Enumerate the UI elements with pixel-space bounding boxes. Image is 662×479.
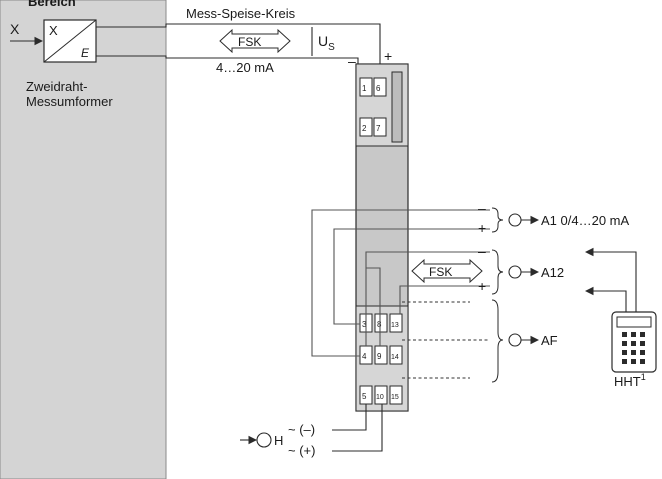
area-panel [0,0,167,479]
terminal-label: 9 [377,352,382,361]
a12-fsk-label: FSK [429,265,452,279]
af-bracket [491,299,504,383]
a1-minus-sign: – [478,200,486,216]
transmitter-top-label: X [49,23,58,38]
a12-label: A12 [541,265,564,280]
a12-wire-inner [366,267,381,346]
transmitter-bottom-label: E [81,46,90,60]
a1-output-icon [508,213,522,227]
terminal-label: 13 [391,322,399,329]
power-pos-label: ~ (+) [288,443,315,458]
loop-plus: + [384,48,392,64]
area-label: Bereich [28,0,76,9]
a12-bracket [491,249,504,295]
loop-wire-minus [96,55,359,64]
hht-cable-2 [584,286,627,316]
terminal-label: 1 [362,84,367,93]
terminal-label: 3 [362,320,367,329]
a12-output-icon [508,265,522,279]
loop-fsk-label: FSK [238,35,261,49]
hht-label: HHT1 [614,372,646,389]
a12-fsk-arrow [411,258,483,284]
input-x-label: X [10,21,20,37]
us-label: US [318,33,335,53]
loop-current-label: 4…20 mA [216,60,274,75]
bottom-terminal-block [359,313,403,405]
transmitter-diagonal [43,19,97,63]
loop-wire-plus [96,23,381,64]
terminal-1 [359,77,373,97]
power-wire-pos [332,404,383,452]
a12-minus-sign: – [478,243,486,259]
a1-label: A1 0/4…20 mA [541,213,629,228]
transmitter-caption-2: Messumformer [26,94,113,109]
terminal-label: 2 [362,124,367,133]
power-label: H [274,433,283,448]
terminal-6 [373,77,387,97]
terminal-label: 5 [362,392,367,401]
af-label: AF [541,333,558,348]
terminal-label: 4 [362,352,367,361]
loop-label: Mess-Speise-Kreis [186,6,296,21]
a12-wire-minus [365,251,490,346]
a12-plus-sign: + [478,278,486,294]
loop-fsk-arrow [219,28,291,54]
af-output-icon [508,333,522,347]
terminal-2 [359,117,373,137]
terminal-label: 15 [391,394,399,401]
power-neg-label: ~ (–) [288,422,315,437]
a1-bracket [491,207,504,233]
terminal-7 [373,117,387,137]
power-icon [256,432,272,448]
power-wire-neg [332,404,367,431]
terminal-label: 6 [376,84,381,93]
transmitter-caption-1: Zweidraht- [26,79,87,94]
hht-device-icon [611,311,657,373]
terminal-label: 14 [391,354,399,361]
terminal-label: 10 [376,394,384,401]
a1-wire-plus [333,228,490,325]
module-slot [391,71,403,143]
hht-cable-1 [584,247,637,316]
a1-wire-minus [311,209,490,357]
a12-wire-plus [399,285,490,314]
a1-plus-sign: + [478,220,486,236]
terminal-label: 7 [376,124,381,133]
loop-minus: – [348,53,356,69]
